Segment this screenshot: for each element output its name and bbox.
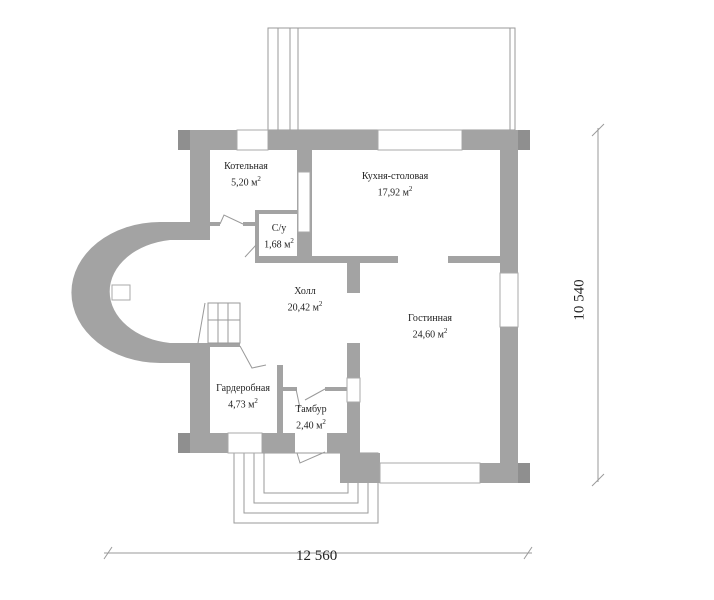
room-unit: м: [251, 177, 258, 189]
room-bathroom: С/у 1,68 м2: [264, 222, 294, 251]
room-vestibule: Тамбур 2,40 м2: [295, 403, 326, 432]
room-area: 4,73: [228, 399, 246, 411]
room-unit: м: [402, 187, 409, 199]
unit-sup: 2: [257, 175, 261, 183]
exterior-walls: [160, 129, 530, 484]
doors: [219, 214, 326, 464]
room-name: Кухня-столовая: [361, 171, 429, 182]
unit-sup: 2: [254, 397, 258, 405]
room-name: Гостинная: [407, 313, 453, 324]
room-area: 1,68: [264, 239, 282, 251]
unit-sup: 2: [408, 185, 413, 193]
room-living: Гостинная 24,60 м2: [408, 312, 452, 341]
room-unit: м: [248, 399, 255, 411]
room-unit: м: [284, 239, 291, 251]
room-area: 2,40: [296, 420, 314, 432]
room-hall: Холл 20,42 м2: [288, 285, 323, 314]
interior-walls: [210, 150, 500, 453]
unit-sup: 2: [322, 418, 326, 426]
room-area: 5,20: [231, 177, 249, 189]
room-unit: м: [316, 420, 323, 432]
unit-sup: 2: [290, 237, 294, 245]
terrace: [267, 27, 516, 131]
staircase: [197, 302, 241, 344]
room-name: Тамбур: [295, 404, 327, 415]
room-kitchen: Кухня-столовая 17,92 м2: [362, 170, 428, 199]
room-area: 17,92: [377, 187, 401, 199]
room-unit: м: [312, 302, 319, 314]
bay-window-wall: [71, 222, 190, 363]
room-name: С/у: [271, 223, 287, 234]
room-wardrobe: Гардеробная 4,73 м2: [216, 382, 270, 411]
room-kotelnaya: Котельная 5,20 м2: [224, 160, 268, 189]
dimension-lines: [103, 123, 605, 560]
room-name: Гардеробная: [216, 383, 270, 394]
room-name: Холл: [294, 286, 316, 297]
room-unit: м: [437, 329, 444, 341]
unit-sup: 2: [443, 327, 448, 335]
room-area: 20,42: [287, 302, 311, 314]
room-name: Котельная: [224, 161, 268, 172]
height-dimension: 10 540: [571, 279, 588, 321]
room-area: 24,60: [412, 329, 436, 341]
width-dimension: 12 560: [296, 548, 338, 564]
unit-sup: 2: [318, 300, 323, 308]
